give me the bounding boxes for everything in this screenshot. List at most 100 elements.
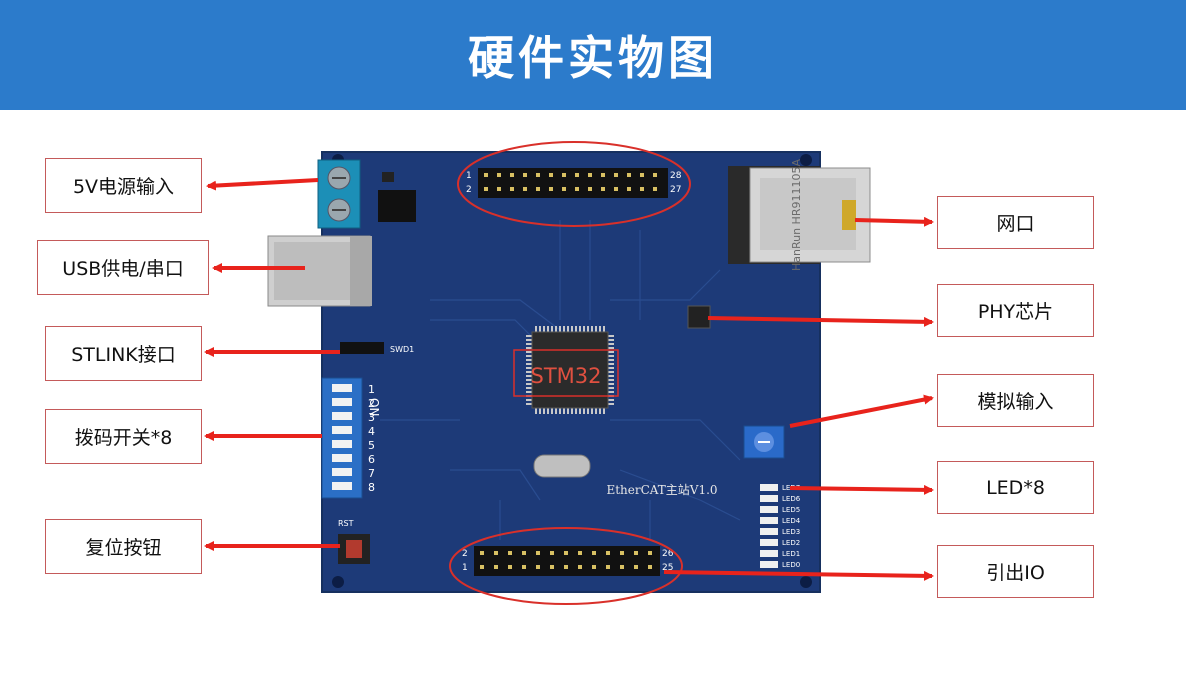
mcu-pin <box>608 383 614 385</box>
mcu-pin <box>555 408 557 414</box>
header-pin <box>578 551 582 555</box>
mcu-pin <box>526 387 532 389</box>
header-pin <box>549 187 553 191</box>
header-pin <box>601 187 605 191</box>
label-dip-switch: 拨码开关*8 <box>45 409 202 464</box>
led-label: LED5 <box>782 506 800 514</box>
mcu-pin <box>535 326 537 332</box>
mcu-pin <box>608 347 614 349</box>
mcu-pin <box>603 326 605 332</box>
header-pin <box>536 173 540 177</box>
mcu-pin <box>595 326 597 332</box>
header-pin <box>592 565 596 569</box>
mcu-pin <box>587 326 589 332</box>
mcu-pin <box>587 408 589 414</box>
header-pin <box>494 565 498 569</box>
header-pin <box>484 187 488 191</box>
mcu-pin <box>563 326 565 332</box>
label-stlink: STLINK接口 <box>45 326 202 381</box>
label-ethernet: 网口 <box>937 196 1094 249</box>
dip-number: 3 <box>368 411 375 424</box>
header-pin <box>536 187 540 191</box>
header-pin <box>648 551 652 555</box>
mcu-pin <box>608 375 614 377</box>
dip-lever <box>332 468 352 476</box>
mcu-pin <box>539 326 541 332</box>
led-label: LED6 <box>782 495 801 503</box>
mcu-pin <box>575 326 577 332</box>
led <box>760 550 778 557</box>
bottom-header-pin25: 25 <box>662 563 673 573</box>
power-terminal <box>317 159 416 229</box>
led <box>760 495 778 502</box>
label-io: 引出IO <box>937 545 1094 598</box>
dip-lever <box>332 440 352 448</box>
top-header-pin27: 27 <box>670 185 681 195</box>
mcu-pin <box>526 371 532 373</box>
phy-chip <box>687 305 711 329</box>
dip-number: 7 <box>368 467 375 480</box>
dip-number: 1 <box>368 383 375 396</box>
mcu-chip: STM32 <box>513 326 619 414</box>
header-pin <box>523 173 527 177</box>
top-header-pin2: 2 <box>466 185 472 195</box>
mcu-pin <box>591 326 593 332</box>
mcu-pin <box>526 379 532 381</box>
usb-connector <box>267 235 372 307</box>
mcu-pin <box>583 408 585 414</box>
mcu-pin <box>526 359 532 361</box>
header-pin <box>578 565 582 569</box>
header-pin <box>564 551 568 555</box>
header-pin <box>523 187 527 191</box>
header-pin <box>606 551 610 555</box>
arrow-phy <box>707 316 934 327</box>
mcu-pin <box>567 408 569 414</box>
mcu-pin <box>608 359 614 361</box>
header-pin <box>497 173 501 177</box>
swd-label: SWD1 <box>390 345 414 354</box>
mcu-pin <box>583 326 585 332</box>
led-label: LED3 <box>782 528 800 536</box>
mcu-pin <box>555 326 557 332</box>
top-header-highlight <box>457 141 691 227</box>
top-header-pin28: 28 <box>670 171 682 181</box>
header-pin <box>640 173 644 177</box>
header-pin <box>575 173 579 177</box>
header-pin <box>601 173 605 177</box>
dip-number: 8 <box>368 481 375 494</box>
label-usb: USB供电/串口 <box>37 240 209 295</box>
mcu-pin <box>543 408 545 414</box>
header-pin <box>510 187 514 191</box>
mcu-pin <box>608 367 614 369</box>
mcu-pin <box>559 408 561 414</box>
mcu-pin <box>526 351 532 353</box>
header-pin <box>653 173 657 177</box>
header-pin <box>550 565 554 569</box>
mcu-pin <box>608 371 614 373</box>
dip-lever <box>332 412 352 420</box>
dip-on-label: ON <box>367 398 381 416</box>
bottom-pin-header: 2 1 26 25 <box>449 527 683 605</box>
header-pin <box>508 565 512 569</box>
mcu-label: STM32 <box>531 364 602 388</box>
mcu-pin <box>608 363 614 365</box>
header-pin <box>640 187 644 191</box>
arrow-io <box>663 570 934 581</box>
mcu-pin <box>526 339 532 341</box>
mcu-pin <box>526 375 532 377</box>
label-power-input: 5V电源输入 <box>45 158 202 213</box>
potentiometer <box>743 425 785 459</box>
led <box>760 528 778 535</box>
arrow-ethernet <box>854 216 934 227</box>
dip-lever <box>332 482 352 490</box>
mcu-pin <box>551 326 553 332</box>
header-pin <box>508 551 512 555</box>
arrow-analog <box>789 394 934 428</box>
header-pin <box>550 551 554 555</box>
mcu-pin <box>603 408 605 414</box>
mcu-pin <box>547 326 549 332</box>
label-reset: 复位按钮 <box>45 519 202 574</box>
dip-number: 4 <box>368 425 375 438</box>
